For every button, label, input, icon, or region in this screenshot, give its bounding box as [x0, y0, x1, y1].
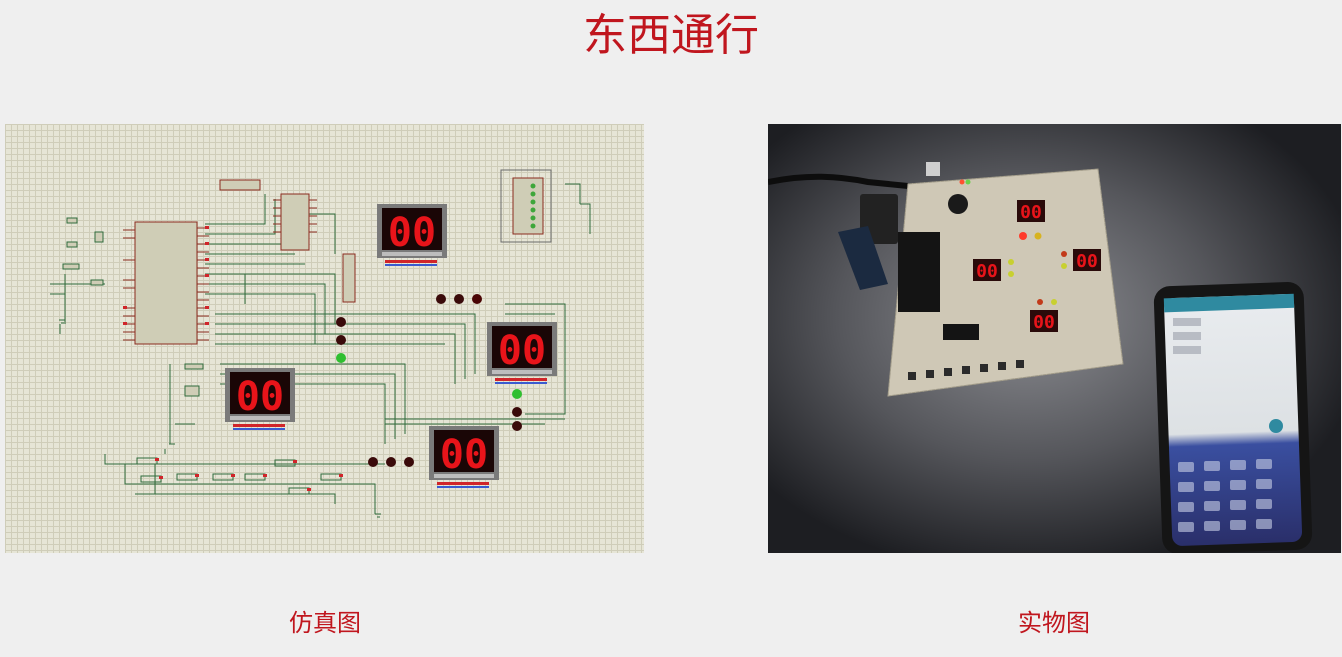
board-displays: 00 00 00 00 — [973, 200, 1101, 333]
voltage-regulator — [926, 162, 940, 176]
buzzer — [948, 194, 968, 214]
board-photo-drawing: 00 00 00 00 — [768, 124, 1341, 553]
svg-text:00: 00 — [440, 432, 488, 478]
board-buttons — [908, 360, 1024, 380]
display-pins — [233, 260, 547, 485]
power-cable — [768, 173, 909, 189]
board-leds — [959, 179, 1067, 305]
latch-chip — [273, 193, 317, 251]
photo-image: 00 00 00 00 — [768, 124, 1341, 553]
traffic-leds — [336, 294, 522, 467]
schematic-wires — [50, 183, 591, 514]
resistor-pack-rp2 — [342, 253, 356, 303]
svg-text:00: 00 — [1076, 251, 1098, 272]
svg-text:00: 00 — [236, 374, 284, 420]
seven-segment-display-west: 00 — [225, 368, 295, 422]
passive-components — [62, 217, 204, 397]
photo-caption: 实物图 — [1018, 609, 1090, 637]
mcu-chip — [898, 232, 940, 312]
button-terminals — [155, 458, 343, 491]
mobile-phone — [1153, 282, 1313, 553]
bluetooth-module — [838, 226, 888, 290]
small-chip — [943, 324, 979, 340]
serial-connector — [500, 169, 552, 243]
simulation-caption: 仿真图 — [289, 609, 361, 637]
seven-segment-display-south: 00 — [429, 426, 499, 480]
ground-symbols — [59, 319, 553, 518]
svg-text:00: 00 — [1033, 312, 1055, 333]
seven-segment-display-north: 00 — [377, 204, 447, 258]
svg-text:00: 00 — [1020, 202, 1042, 223]
page-title: 东西通行 — [583, 10, 759, 61]
display-pins-blue — [233, 264, 547, 488]
svg-text:00: 00 — [498, 328, 546, 374]
svg-text:00: 00 — [976, 261, 998, 282]
schematic-drawing: 00 00 00 00 — [50, 169, 591, 518]
resistor-pack-rp1 — [219, 179, 261, 191]
seven-segment-display-east: 00 — [487, 322, 557, 376]
simulation-image: 00 00 00 00 — [5, 124, 644, 553]
microcontroller-chip — [123, 221, 209, 345]
svg-text:00: 00 — [388, 210, 436, 256]
